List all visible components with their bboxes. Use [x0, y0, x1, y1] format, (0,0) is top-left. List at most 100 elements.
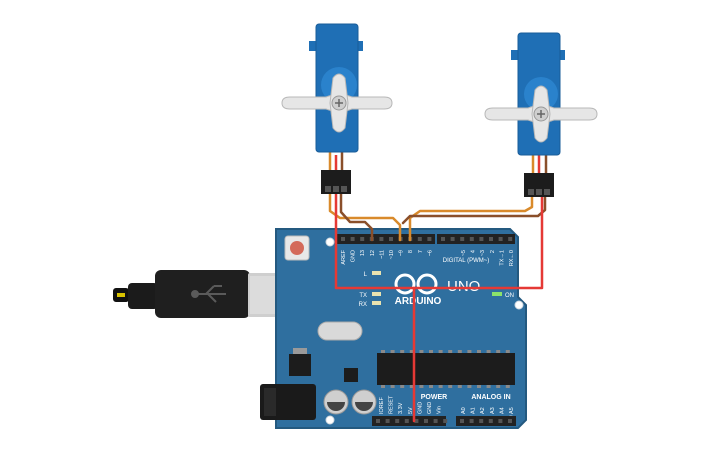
chip-pin — [457, 385, 462, 388]
led-tx-label: TX — [359, 293, 367, 299]
digital-pin-label: ~11 — [379, 250, 385, 259]
led-l — [372, 271, 381, 275]
digital-header-left[interactable] — [337, 234, 435, 244]
analog-pin-label: A4 — [499, 407, 505, 414]
analog-header[interactable] — [456, 416, 516, 426]
header-pin[interactable] — [460, 419, 464, 423]
usb-symbol-icon — [191, 285, 226, 303]
header-pin[interactable] — [389, 237, 393, 241]
digital-pin-label: ~3 — [480, 250, 486, 256]
header-pin[interactable] — [479, 237, 484, 241]
chip-pin — [438, 350, 443, 353]
digital-pin-label: RX←0 — [509, 250, 515, 266]
header-pin[interactable] — [376, 419, 380, 423]
header-pin[interactable] — [341, 237, 345, 241]
servo-2-ground-wire[interactable] — [401, 191, 547, 225]
led-rx — [372, 301, 381, 305]
digital-pin-label: AREF — [341, 249, 347, 264]
power-header[interactable] — [372, 416, 446, 426]
reset-button[interactable] — [290, 241, 304, 255]
chip-pin — [381, 350, 385, 353]
chip-pin — [400, 350, 405, 353]
digital-pin-label: ~9 — [399, 250, 405, 256]
analog-pin-label: A2 — [480, 407, 486, 414]
header-pin[interactable] — [350, 237, 355, 241]
dc-power-jack[interactable] — [260, 384, 316, 420]
header-pin[interactable] — [450, 237, 455, 241]
servo-1-horn[interactable] — [281, 73, 393, 133]
digital-pin-label: ~10 — [389, 250, 395, 259]
small-chip — [344, 368, 358, 382]
servo-1-ground-wire[interactable] — [339, 191, 374, 242]
header-pin[interactable] — [469, 237, 474, 241]
digital-header-right[interactable] — [437, 234, 515, 244]
digital-pin-label: 4 — [471, 250, 477, 253]
header-pin[interactable] — [460, 237, 465, 241]
atmega-pins — [381, 350, 510, 388]
power-pin-label: GND — [427, 402, 433, 414]
header-pin[interactable] — [443, 419, 448, 423]
led-on — [492, 292, 502, 296]
digital-pin-label: 2 — [490, 250, 496, 253]
crystal-oscillator — [317, 321, 363, 341]
chip-pin — [390, 385, 395, 388]
digital-pin-label: 13 — [360, 250, 366, 256]
servo-1-signal-wire[interactable] — [328, 191, 402, 242]
chip-pin — [486, 350, 491, 353]
chip-pin — [409, 350, 414, 353]
power-pin-label: RESET — [389, 395, 395, 414]
wires — [328, 191, 547, 423]
arduino-logo-icon — [394, 273, 438, 295]
header-pin[interactable] — [498, 237, 503, 241]
header-pin[interactable] — [488, 419, 493, 423]
capacitor — [351, 389, 377, 415]
header-pin[interactable] — [508, 419, 512, 423]
header-pin[interactable] — [508, 237, 513, 241]
header-pin[interactable] — [469, 419, 474, 423]
servo-2-horn[interactable] — [484, 85, 598, 143]
servo-1[interactable] — [281, 23, 393, 194]
digital-pin-label: ~6 — [427, 250, 433, 256]
digital-pin-label: ~5 — [461, 250, 467, 256]
power-pin-label: IOREF — [379, 397, 385, 414]
power-pin-label: 3.3V — [398, 402, 404, 414]
header-pin[interactable] — [441, 237, 445, 241]
header-pin[interactable] — [404, 419, 409, 423]
led-on-label: ON — [505, 293, 514, 299]
header-pin[interactable] — [414, 419, 419, 423]
power-pin-label: GND — [417, 402, 423, 414]
header-pin[interactable] — [433, 419, 438, 423]
digital-pin-label: GND — [351, 250, 357, 262]
analog-pin-label: A5 — [509, 407, 515, 414]
servo-2-signal-wire[interactable] — [408, 191, 534, 242]
header-pin[interactable] — [395, 419, 400, 423]
servo-2[interactable] — [484, 32, 598, 197]
header-pin[interactable] — [427, 237, 432, 241]
header-pin[interactable] — [498, 419, 503, 423]
header-pin[interactable] — [360, 237, 365, 241]
header-pin[interactable] — [489, 237, 493, 241]
mounting-hole — [514, 300, 524, 310]
chip-pin — [486, 385, 491, 388]
header-pin[interactable] — [424, 419, 428, 423]
model-label: UNO — [447, 278, 480, 295]
power-pin-label: 5V — [408, 407, 414, 414]
header-pin[interactable] — [379, 237, 384, 241]
led-tx — [372, 292, 381, 296]
digital-pin-label: 7 — [418, 250, 424, 253]
power-bus-wire[interactable] — [334, 191, 544, 290]
chip-pin — [419, 350, 424, 353]
header-pin[interactable] — [479, 419, 484, 423]
brand-label: ARDUINO — [395, 296, 442, 307]
chip-pin — [467, 385, 472, 388]
header-pin[interactable] — [385, 419, 390, 423]
header-pin[interactable] — [417, 237, 422, 241]
chip-pin — [505, 350, 510, 353]
atmega-microcontroller — [377, 353, 515, 385]
usb-cable-strain-relief — [128, 283, 158, 309]
